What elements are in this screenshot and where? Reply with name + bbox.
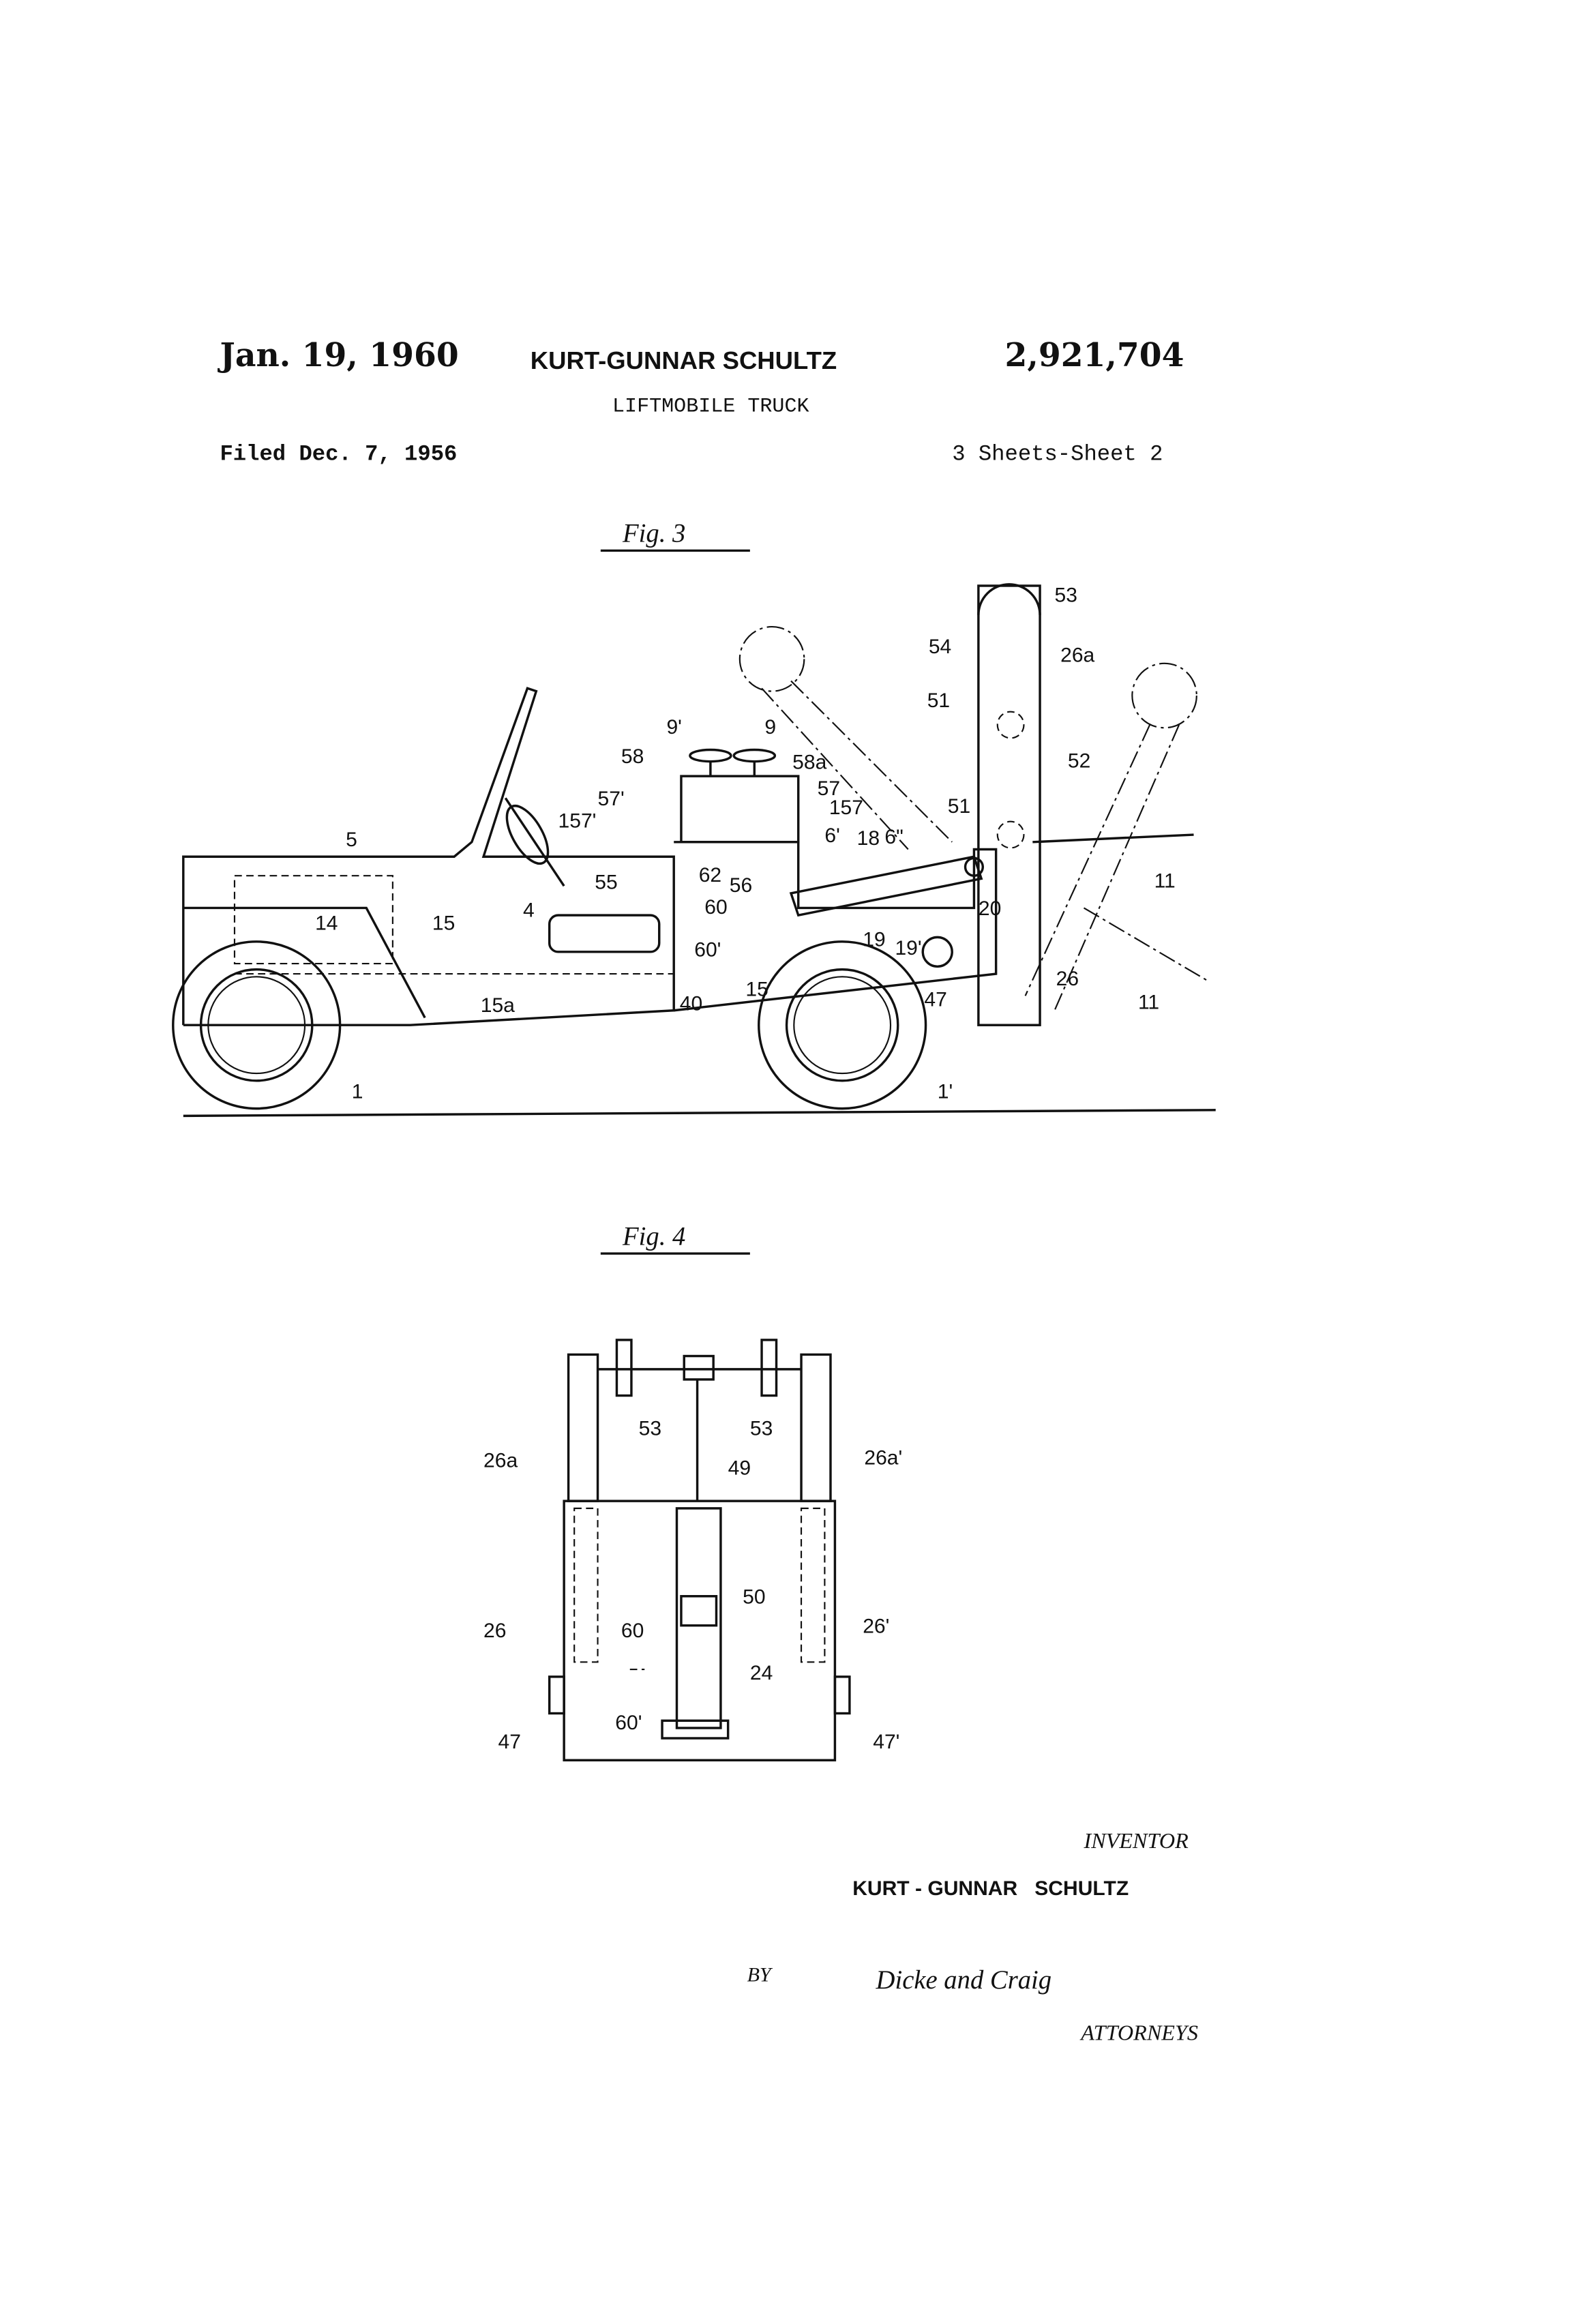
reference-label: 19' [895, 937, 921, 959]
reference-label: 4 [523, 899, 535, 921]
reference-label: 9 [764, 716, 776, 739]
reference-label: 26 [483, 1620, 506, 1642]
reference-label: 157' [558, 809, 597, 832]
reference-label: 60' [615, 1712, 642, 1734]
reference-label: 9' [666, 716, 681, 739]
svg-text:Fig. 4: Fig. 4 [622, 1222, 685, 1251]
reference-label: 6" [884, 826, 903, 848]
attorneys-label: ATTORNEYS [1079, 2020, 1198, 2044]
reference-label: 50 [743, 1585, 765, 1608]
fig4-mast-drawing [548, 1339, 851, 1761]
inventor-name: KURT - GUNNAR SCHULTZ [852, 1877, 1129, 1900]
fig4-caption: Fig. 4 [600, 1222, 750, 1255]
reference-label: 51 [948, 795, 970, 818]
reference-label: 5 [346, 829, 357, 851]
reference-label: 14 [315, 912, 338, 935]
reference-label: 53 [639, 1417, 661, 1440]
patent-number: 2,921,704 [1005, 337, 1184, 374]
reference-label: 53 [1055, 584, 1077, 607]
reference-label: 26a [483, 1450, 518, 1472]
reference-label: 26' [863, 1615, 889, 1637]
reference-label: 49 [728, 1457, 751, 1479]
fig3-truck-drawing [172, 583, 1216, 1118]
reference-label: 54 [929, 636, 951, 658]
inventor-header: KURT-GUNNAR SCHULTZ [531, 346, 837, 374]
reference-label: 1' [938, 1081, 953, 1103]
sheet-info: 3 Sheets-Sheet 2 [952, 441, 1163, 466]
reference-label: 55 [595, 872, 617, 894]
reference-label: 24 [750, 1662, 773, 1684]
reference-label: 51 [927, 689, 950, 712]
patent-date: Jan. 19, 1960 [217, 337, 458, 374]
reference-label: 58a [792, 751, 826, 773]
reference-label: 56 [730, 874, 752, 897]
reference-label: 11 [1154, 869, 1176, 892]
reference-label: 15a [481, 994, 515, 1017]
reference-label: 57 [818, 777, 840, 800]
reference-label: 47 [924, 988, 946, 1011]
reference-label: 20 [979, 897, 1001, 920]
reference-label: 60 [621, 1620, 644, 1642]
reference-label: 53 [750, 1417, 773, 1440]
reference-label: 18 [857, 827, 880, 850]
reference-label: 60' [694, 938, 721, 961]
filed-date: Filed Dec. 7, 1956 [220, 441, 457, 466]
reference-label: 47' [873, 1731, 899, 1753]
reference-label: 157 [829, 796, 863, 819]
reference-label: 15 [432, 912, 455, 935]
reference-label: 57' [598, 788, 625, 810]
reference-label: 47 [498, 1731, 521, 1753]
reference-label: 11 [1138, 992, 1159, 1014]
reference-label: 26a' [864, 1446, 902, 1469]
reference-label: 19 [863, 928, 885, 951]
reference-label: 62 [699, 864, 721, 887]
svg-text:Fig. 3: Fig. 3 [622, 520, 685, 548]
patent-title: LIFTMOBILE TRUCK [612, 395, 809, 418]
by-label: BY [747, 1963, 773, 1986]
reference-label: 58 [621, 745, 644, 768]
attorney-signature: Dicke and Craig [876, 1966, 1052, 1995]
fig3-caption: Fig. 3 [600, 520, 750, 552]
reference-label: 40 [680, 993, 702, 1015]
inventor-heading: INVENTOR [1083, 1828, 1189, 1853]
fig3-reference-labels: 53 54 26a 51 9' 9 58 58a 52 57' 57 157' … [315, 584, 1176, 1103]
reference-label: 15 [745, 978, 768, 1000]
reference-label: 1 [352, 1081, 363, 1103]
fig4-reference-labels: 53 53 26a 49 26a' 50 26 60 26' 24 60' 47… [483, 1417, 902, 1753]
reference-label: 60 [704, 896, 727, 919]
reference-label: 26a [1060, 644, 1094, 667]
reference-label: 26 [1056, 968, 1079, 990]
reference-label: 52 [1068, 749, 1090, 772]
reference-label: 6' [824, 824, 839, 847]
